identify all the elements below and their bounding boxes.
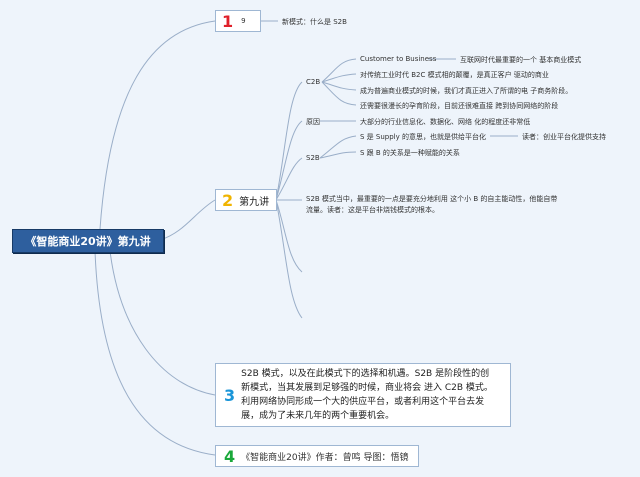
branch-2-note-line-2[interactable]: 流量。读者：这是平台非烧钱模式的根本。 [306,206,439,214]
branch-1-number: 1 [222,11,234,31]
connector-root-4 [94,250,216,456]
branch-2-note-line-1[interactable]: S2B 模式当中，最重要的一点是要充分地利用 这个小 B 的自主能动性，他能自带 [306,195,558,203]
c2b-item-2[interactable]: 对传统工业时代 B2C 模式相的颠覆，是真正客户 驱动的商业 [360,71,549,79]
c2b-item-1-note[interactable]: 互联网时代最重要的一个 基本商业模式 [460,56,582,64]
branch-3-line-4: 展，成为了未来几年的两个重要机会。 [241,411,395,421]
branch-3-paragraph: S2B 模式，以及在此模式下的选择和机遇。S2B 是阶段性的创 新模式，当其发展… [241,367,493,423]
c2b-label[interactable]: C2B [306,78,321,86]
branch-4-node[interactable]: 4 《智能商业20讲》作者：曾鸣 导图：悟镜 [215,445,419,467]
connector-2-empty1 [275,199,303,273]
branch-2-node[interactable]: 2 第九讲 [215,189,277,211]
reason-label[interactable]: 原因 [306,118,320,126]
connector-2-c2b [275,81,303,201]
connector-root-3 [109,250,216,396]
branch-1-label: 9 [241,17,246,25]
s2b-item-1-note[interactable]: 读者：创业平台化提供支持 [522,133,606,141]
connector-root-1 [99,20,216,230]
branch-3-line-1: S2B 模式，以及在此模式下的选择和机遇。S2B 是阶段性的创 [241,369,490,379]
branch-3-node[interactable]: 3 S2B 模式，以及在此模式下的选择和机遇。S2B 是阶段性的创 新模式，当其… [215,363,511,427]
connector-c2b-3 [321,81,357,91]
branch-3-line-2: 新模式，当其发展到足够强的时候，商业将会 进入 C2B 模式。 [241,383,493,393]
connector-2-reason [275,120,303,201]
connector-c2b-2 [321,73,357,83]
branch-1-node[interactable]: 1 9 [215,10,261,32]
c2b-item-1[interactable]: Customer to Business [360,55,437,63]
connector-2-empty2 [275,199,303,319]
branch-3-number: 3 [224,385,236,405]
branch-2-label: 第九讲 [239,196,270,208]
connector-s2b-1 [319,135,357,159]
branch-3-line-3: 利用网络协同形成一个大的供应平台，或者利用这个平台去发 [241,397,485,407]
connector-c2b-1 [321,58,357,83]
branch-4-number: 4 [224,446,236,466]
s2b-label[interactable]: S2B [306,154,320,162]
connector-s2b-2 [319,151,357,159]
central-topic-label: 《智能商业20讲》第九讲 [25,235,151,248]
c2b-item-4[interactable]: 还需要很漫长的孕育阶段，目前还很难直接 跨到协同网络的阶段 [360,102,559,110]
s2b-item-2[interactable]: S 跟 B 的关系是一种赋能的关系 [360,149,460,157]
reason-text[interactable]: 大部分的行业信息化、数据化、网络 化的程度还非常低 [360,118,531,126]
connector-c2b-4 [321,81,357,106]
connector-root-2 [159,199,216,241]
central-topic[interactable]: 《智能商业20讲》第九讲 [12,229,164,253]
branch-4-text: 《智能商业20讲》作者：曾鸣 导图：悟镜 [241,452,409,463]
c2b-item-3[interactable]: 成为普遍商业模式的时候，我们才真正进入了所谓的电 子商务阶段。 [360,87,573,95]
connector-2-s2b [275,157,303,201]
branch-1-child[interactable]: 新模式：什么是 S2B [282,18,347,26]
s2b-item-1[interactable]: S 是 Supply 的意思，也就是供给平台化 [360,133,486,141]
branch-2-number: 2 [222,190,234,210]
